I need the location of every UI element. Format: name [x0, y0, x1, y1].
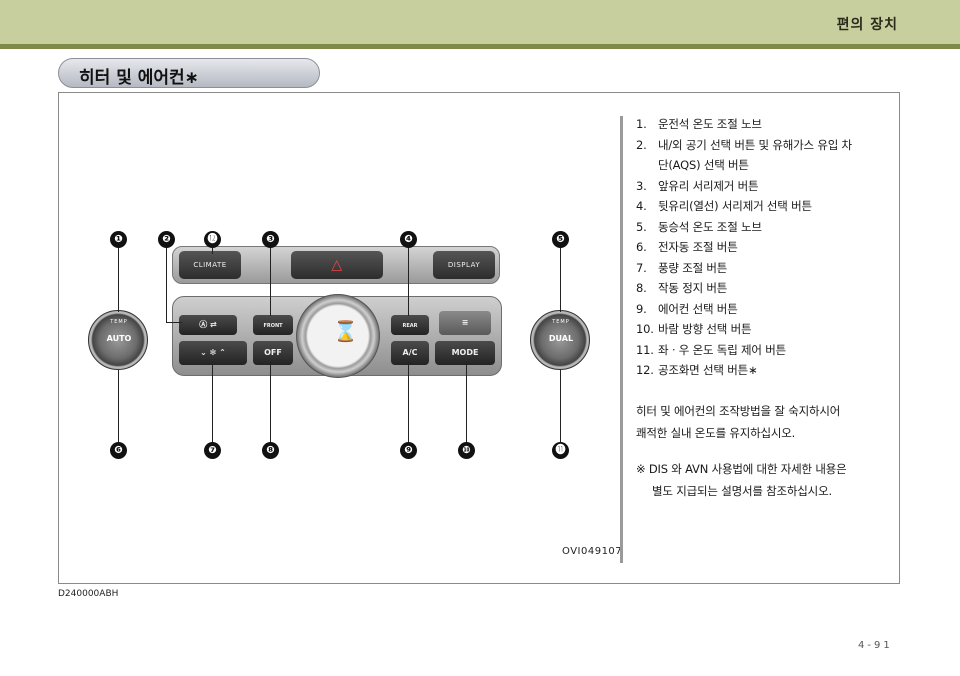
callout-9: ❾ [400, 442, 417, 459]
list-item: 12.공조화면 선택 버튼∗ [636, 363, 758, 377]
text-divider [620, 116, 623, 563]
list-item: 2.내/외 공기 선택 버튼 및 유해가스 유입 차 [636, 137, 852, 152]
callout-12: ⓬ [204, 231, 221, 248]
top-switch-unit: CLIMATE △ DISPLAY [172, 246, 500, 284]
list-item: 7.풍량 조절 버튼 [636, 260, 728, 275]
fan-icon: ⌄ ✻ ⌃ [200, 348, 226, 357]
climate-button[interactable]: CLIMATE [179, 251, 241, 279]
recirculation-icon: Ⓐ ⇄ [199, 320, 217, 329]
dual-label: DUAL [548, 334, 574, 343]
callout-2: ❷ [158, 231, 175, 248]
leader-line-10 [466, 362, 467, 444]
doc-code: D240000ABH [58, 589, 119, 599]
reference-note: ※ DIS 와 AVN 사용법에 대한 자세한 내용은 별도 지급되는 설명서를… [636, 458, 896, 502]
list-item: 11.좌ㆍ우 온도 독립 제어 버튼 [636, 342, 787, 357]
leader-line-2b [166, 322, 182, 323]
reference-note-line1: ※ DIS 와 AVN 사용법에 대한 자세한 내용은 [636, 462, 847, 476]
callout-10: ❿ [458, 442, 475, 459]
list-item: 8.작동 정지 버튼 [636, 281, 728, 295]
section-title: 편의 장치 [836, 17, 898, 33]
front-defrost-button[interactable]: FRONT [253, 315, 293, 335]
hazard-triangle-icon: △ [331, 257, 343, 273]
usage-note-line2: 쾌적한 실내 온도를 유지하십시오. [636, 426, 796, 440]
header-band [0, 0, 960, 44]
mode-label: MODE [451, 348, 479, 357]
front-defrost-label: FRONT [263, 323, 283, 329]
usage-note: 히터 및 에어컨의 조작방법을 잘 숙지하시어 쾌적한 실내 온도를 유지하십시… [636, 400, 896, 444]
rear-defrost-button[interactable]: REAR [391, 315, 429, 335]
item-list: 1.운전석 온도 조절 노브 2.내/외 공기 선택 버튼 및 유해가스 유입 … [636, 114, 896, 381]
callout-3: ❸ [262, 231, 279, 248]
callout-1: ❶ [110, 231, 127, 248]
analog-clock: ⌛ [296, 294, 380, 378]
passenger-temp-label: TEMP [552, 319, 570, 325]
leader-line-3 [270, 240, 271, 316]
passenger-temp-knob[interactable]: TEMP DUAL [530, 310, 590, 370]
usage-note-line1: 히터 및 에어컨의 조작방법을 잘 숙지하시어 [636, 404, 841, 418]
leader-line-11 [560, 370, 561, 444]
display-button[interactable]: DISPLAY [433, 251, 495, 279]
leader-line-9 [408, 362, 409, 444]
ac-button[interactable]: A/C [391, 341, 429, 365]
list-item: 9.에어컨 선택 버튼 [636, 301, 738, 316]
leader-line-8 [270, 362, 271, 444]
callout-4: ❹ [400, 231, 417, 248]
list-item: 3.앞유리 서리제거 버튼 [636, 178, 759, 193]
fan-speed-button[interactable]: ⌄ ✻ ⌃ [179, 341, 247, 365]
ac-label: A/C [402, 348, 418, 357]
auto-label: AUTO [106, 334, 132, 343]
off-button[interactable]: OFF [253, 341, 293, 365]
page-title-pill: 히터 및 에어컨∗ [58, 58, 320, 88]
list-item: 4.뒷유리(열선) 서리제거 선택 버튼 [636, 199, 812, 213]
callout-8: ❽ [262, 442, 279, 459]
driver-temp-label: TEMP [110, 319, 128, 325]
list-item: 10.바람 방향 선택 버튼 [636, 322, 752, 336]
mode-button[interactable]: MODE [435, 341, 495, 365]
leader-line-6 [118, 370, 119, 444]
leader-line-2 [166, 240, 167, 322]
rear-defrost-label: REAR [402, 323, 418, 329]
reference-note-line2: 별도 지급되는 설명서를 참조하십시오. [652, 484, 832, 498]
hazard-button[interactable]: △ [291, 251, 383, 279]
list-item: 단(AQS) 선택 버튼 [658, 158, 749, 172]
callout-5: ❺ [552, 231, 569, 248]
leader-line-7 [212, 362, 213, 444]
figure-code: OVI049107 [562, 546, 623, 557]
vent-grille-icon: ≡ [461, 318, 469, 327]
list-item: 6.전자동 조절 버튼 [636, 240, 738, 254]
off-label: OFF [264, 348, 282, 357]
callout-6: ❻ [110, 442, 127, 459]
list-item: 1.운전석 온도 조절 노브 [636, 117, 762, 131]
vent-grille: ≡ [439, 311, 491, 335]
leader-line-5 [560, 240, 561, 312]
driver-temp-knob[interactable]: TEMP AUTO [88, 310, 148, 370]
leader-line-1 [118, 240, 119, 312]
leader-line-4 [408, 240, 409, 316]
list-item: 5.동승석 온도 조절 노브 [636, 219, 762, 234]
callout-11: ⓫ [552, 442, 569, 459]
climate-label: CLIMATE [193, 261, 227, 269]
page-title: 히터 및 에어컨∗ [79, 68, 199, 88]
page-number: 4-91 [858, 640, 893, 651]
air-intake-button[interactable]: Ⓐ ⇄ [179, 315, 237, 335]
display-label: DISPLAY [447, 261, 481, 269]
clock-hands-icon: ⌛ [333, 319, 358, 343]
header-band-line [0, 44, 960, 49]
callout-7: ❼ [204, 442, 221, 459]
